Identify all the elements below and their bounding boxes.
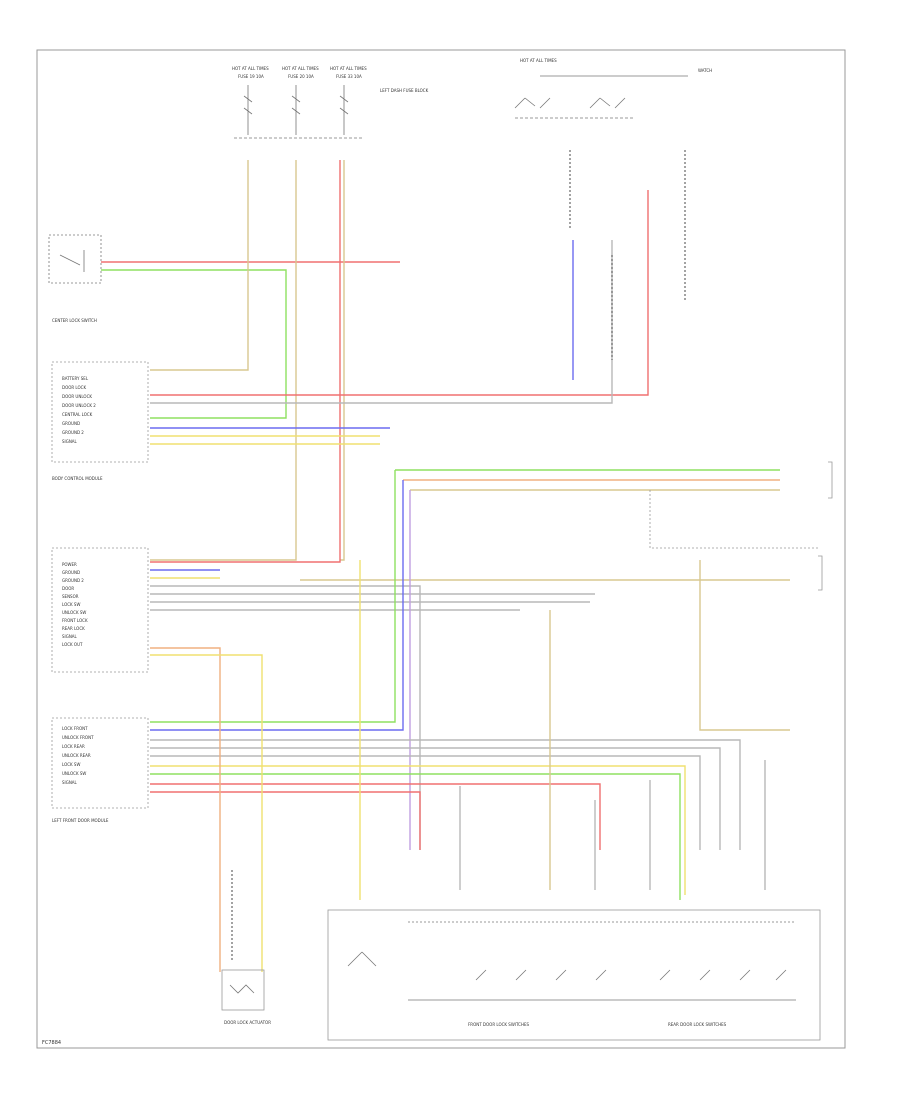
fuse-1-label: FUSE 19 10A [238,74,264,79]
pin-mid-3: DOOR [62,586,74,591]
wire-red-low-2 [150,791,421,850]
rear-switches-label: REAR DOOR LOCK SWITCHES [668,1022,727,1027]
pin-low-4: LOCK SW [62,762,80,767]
center-lock-switch: CENTER LOCK SWITCH [48,234,102,323]
wire-yellow-low [150,765,686,895]
fuse-symbols [234,85,364,139]
wire-gray-1 [150,240,613,404]
wire-green-right [150,470,396,723]
wire-tan-fuse1 [150,160,249,371]
diagram-border [36,49,846,1049]
wire-tan-mid [150,585,421,850]
wire-blue-right [150,480,404,731]
watch-label: HOT AT ALL TIMES [520,58,557,63]
wire-red-3 [150,190,649,396]
wire-green-1 [101,269,287,419]
pin-mid-5: LOCK SW [62,602,80,607]
pin-top-2: DOOR UNLOCK [62,394,92,399]
pin-mid-4: SENSOR [62,594,79,599]
door-lock-actuator: DOOR LOCK ACTUATOR [221,969,271,1025]
body-control-module-top: BATTERY SEL DOOR LOCK DOOR UNLOCK DOOR U… [51,361,149,481]
pin-top-6: GROUND 2 [62,430,84,435]
pin-mid-9: SIGNAL [62,634,78,639]
pin-top-5: GROUND [62,421,80,426]
fuse-block-label: LEFT DASH FUSE BLOCK [380,88,429,93]
wire-green-low [150,773,681,900]
door-lock-switch-box: FRONT DOOR LOCK SWITCHES REAR DOOR LOCK … [327,909,821,1041]
wire-orange-down [150,647,221,972]
top-right-switch: HOT AT ALL TIMES WATCH [514,58,712,119]
lower-module-label: LEFT FRONT DOOR MODULE [52,818,109,823]
pin-mid-2: GROUND 2 [62,578,84,583]
pin-mid-10: LOCK OUT [62,642,83,647]
fuse-2-label: FUSE 20 10A [288,74,314,79]
wire-gray-low-2 [150,747,721,850]
body-control-module-mid: POWER GROUND GROUND 2 DOOR SENSOR LOCK S… [51,547,149,673]
pin-low-0: LOCK FRONT [62,726,88,731]
pin-top-1: DOOR LOCK [62,385,86,390]
wire-gray-low-1 [150,739,741,850]
pin-low-1: UNLOCK FRONT [62,735,94,740]
wire-yellow-down [150,654,263,972]
wire-gray-low-3 [150,755,701,850]
wire-red-2 [150,160,341,563]
pin-low-2: LOCK REAR [62,744,85,749]
pin-low-5: UNLOCK SW [62,771,86,776]
wire-red-low-1 [150,783,601,850]
fuse-3-label: FUSE 33 10A [336,74,362,79]
right-connectors [649,461,833,591]
pin-low-6: SIGNAL [62,780,78,785]
left-front-door-module: LOCK FRONT UNLOCK FRONT LOCK REAR UNLOCK… [51,717,149,823]
wire-yellow-fuse3 [340,160,345,561]
pin-mid-0: POWER [62,562,77,567]
watch-label-2: WATCH [698,68,712,73]
fuse-group: HOT AT ALL TIMES FUSE 19 10A HOT AT ALL … [232,66,429,93]
pin-low-3: UNLOCK REAR [62,753,91,758]
fuse-2-title: HOT AT ALL TIMES [282,66,319,71]
pin-mid-1: GROUND [62,570,80,575]
wire-tan-right-2 [699,560,790,731]
pin-mid-7: FRONT LOCK [62,618,88,623]
fuse-3-title: HOT AT ALL TIMES [330,66,367,71]
pin-top-0: BATTERY SEL [62,376,89,381]
pin-top-7: SIGNAL [62,439,78,444]
pin-top-4: CENTRAL LOCK [62,412,93,417]
page-id: FC7884 [42,1040,61,1046]
center-lock-switch-label: CENTER LOCK SWITCH [52,318,97,323]
pin-mid-6: UNLOCK SW [62,610,86,615]
wire-tan-fuse2 [150,160,297,561]
pin-mid-8: REAR LOCK [62,626,85,631]
mid-module-label: BODY CONTROL MODULE [52,476,103,481]
wires [101,160,790,972]
front-switches-label: FRONT DOOR LOCK SWITCHES [468,1022,529,1027]
pin-top-3: DOOR UNLOCK 2 [62,403,96,408]
wire-dashes [231,150,686,960]
fuse-1-title: HOT AT ALL TIMES [232,66,269,71]
actuator-label: DOOR LOCK ACTUATOR [224,1020,271,1025]
